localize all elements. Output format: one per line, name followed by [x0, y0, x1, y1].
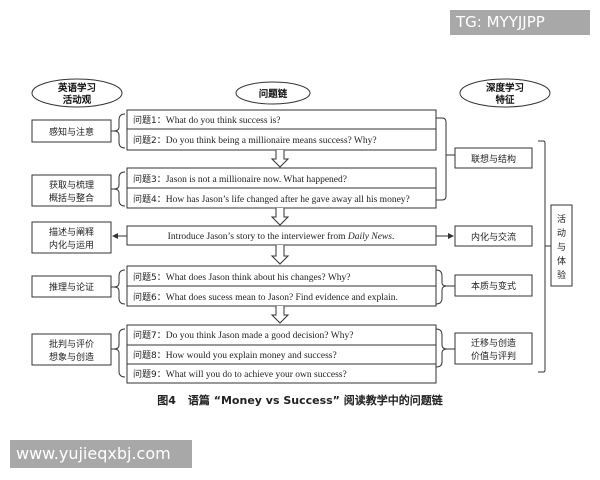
left-label-3-line1: 描述与阐释 [49, 226, 94, 238]
task-text: Introduce Jason’s story to the interview… [168, 231, 395, 242]
question-4: 问题4：How has Jason’s life changed after h… [133, 193, 410, 205]
left-brace-2 [113, 171, 126, 207]
right-label-4-line2: 价值与评判 [471, 350, 516, 362]
right-label-1: 联想与结构 [471, 153, 516, 165]
left-label-box-2 [31, 174, 112, 207]
question-7: 问题7：Do you think Jason made a good decis… [133, 329, 353, 341]
left-label-2-line1: 获取与梳理 [49, 179, 94, 191]
question-3: 问题3：Jason is not a millionaire now. What… [133, 173, 347, 185]
side-label-box [550, 204, 573, 287]
left-label-1: 感知与注意 [49, 126, 94, 138]
header-english-activity: 英语学习 活动观 [31, 78, 123, 108]
left-label-box-3 [31, 221, 112, 254]
left-label-3-line2: 内化与运用 [49, 239, 94, 251]
watermark-bottom: www.yujieqxbj.com [10, 440, 192, 468]
header-right-line2: 特征 [495, 94, 515, 106]
question-6: 问题6：What does sucess mean to Jason? Find… [133, 291, 398, 303]
right-brace-4 [435, 269, 448, 305]
side-label-char: 体 [557, 255, 566, 267]
left-label-5-line1: 批判与评价 [49, 338, 94, 350]
figure-caption-text: 语篇 “Money vs Success” 阅读教学中的问题链 [187, 394, 443, 407]
left-label-4: 推理与论证 [49, 281, 94, 293]
right-label-box-3 [454, 274, 533, 297]
right-bracket-1 [436, 117, 455, 201]
right-label-box-2 [454, 225, 533, 247]
header-center-label: 问题链 [259, 88, 288, 100]
right-label-2: 内化与交流 [471, 231, 516, 243]
left-brace-1 [113, 113, 126, 149]
side-label-char: 活 [557, 213, 566, 225]
watermark-top: TG: MYYJJPP [450, 10, 590, 35]
question-group-2: 问题3：Jason is not a millionaire now. What… [31, 167, 437, 209]
left-brace-5 [113, 328, 126, 378]
down-arrow-icon [270, 306, 290, 324]
left-label-box-5 [31, 333, 112, 366]
question-5: 问题5：What does Jason think about his chan… [133, 271, 351, 283]
question-2: 问题2：Do you think being a millionaire mea… [133, 134, 377, 146]
side-label-char: 动 [557, 228, 566, 239]
header-left-line2: 活动观 [63, 94, 92, 106]
down-arrow-icon [270, 208, 290, 226]
figure-caption: 图4 语篇 “Money vs Success” 阅读教学中的问题链 [0, 392, 600, 408]
question-group-1: 问题1：What do you think success is? 问题2：Do… [31, 109, 437, 151]
outer-bracket [538, 140, 546, 373]
left-label-2-line2: 概括与整合 [49, 192, 94, 204]
question-1: 问题1：What do you think success is? [133, 114, 281, 126]
left-label-5-line2: 想象与创造 [49, 351, 94, 363]
right-label-box-1 [454, 147, 533, 169]
question-group-5: 问题7：Do you think Jason made a good decis… [31, 324, 455, 384]
header-left-line1: 英语学习 [58, 82, 96, 94]
right-label-box-4 [454, 332, 533, 365]
question-9: 问题9：What will you do to achieve your own… [133, 368, 347, 380]
task-group: Introduce Jason’s story to the interview… [31, 221, 454, 254]
down-arrow-icon [270, 150, 290, 168]
right-label-3: 本质与变式 [471, 280, 516, 292]
header-deep-learning: 深度学习 特征 [459, 78, 551, 108]
left-brace-4 [113, 269, 126, 305]
figure-number: 图4 [157, 394, 176, 407]
side-label-char: 与 [557, 242, 566, 253]
question-group-4: 问题5：What does Jason think about his chan… [31, 265, 455, 307]
header-question-chain: 问题链 [235, 81, 311, 105]
side-label-char: 验 [557, 269, 566, 281]
header-right-line1: 深度学习 [486, 82, 524, 94]
question-8: 问题8：How would you explain money and succ… [133, 349, 337, 361]
right-label-4-line1: 迁移与创造 [471, 337, 516, 349]
right-brace-5 [435, 328, 448, 368]
down-arrow-icon [270, 245, 290, 265]
